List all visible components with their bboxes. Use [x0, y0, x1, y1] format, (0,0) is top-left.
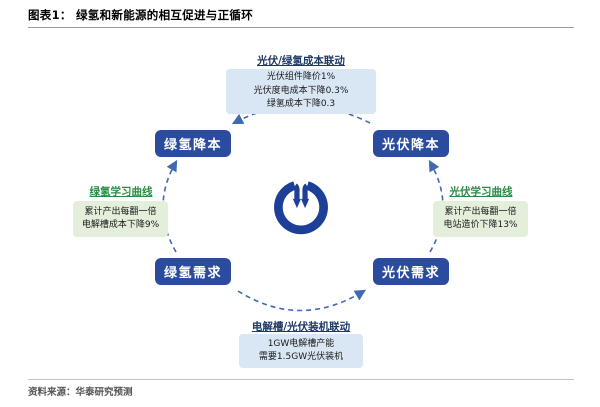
- header-divider: [28, 27, 574, 28]
- callout-right-title: 光伏学习曲线: [449, 186, 513, 198]
- callout-line: 绿氢成本下降0.3: [266, 99, 336, 110]
- source-note: 资料来源：华泰研究预测: [28, 387, 133, 398]
- node-green-h2-demand: 绿氢需求: [155, 258, 231, 285]
- callout-line: 1GW电解槽产能: [267, 338, 335, 349]
- callout-top-box: 光伏组件降价1% 光伏度电成本下降0.3% 绿氢成本下降0.3: [226, 69, 376, 114]
- cycle-icon-left-hook: [293, 183, 300, 201]
- cycle-arrows-icon: [274, 181, 328, 235]
- node-pv-cost-reduction: 光伏降本: [373, 130, 449, 157]
- callout-line: 电站造价下降13%: [443, 220, 518, 230]
- callout-right-box: 累计产出每翻一倍 电站造价下降13%: [433, 201, 528, 237]
- callout-line: 光伏组件降价1%: [266, 72, 336, 83]
- arc-bottom-h2-demand-to-pv-demand: [237, 289, 367, 312]
- node-pv-demand: 光伏需求: [373, 258, 449, 285]
- callout-line: 累计产出每翻一倍: [84, 206, 157, 217]
- footer-divider: [28, 379, 574, 380]
- cycle-icon-ring: [274, 181, 328, 235]
- callout-left-box: 累计产出每翻一倍 电解槽成本下降9%: [73, 201, 168, 237]
- cycle-icon-right-hook: [302, 183, 309, 201]
- cycle-icon-left-arrowhead: [292, 198, 301, 209]
- callout-line: 电解槽成本下降9%: [81, 220, 160, 230]
- callout-line: 光伏度电成本下降0.3%: [253, 85, 349, 96]
- cycle-icon-right-arrowhead: [301, 198, 310, 209]
- callout-top-title: 光伏/绿氢成本联动: [257, 55, 345, 67]
- callout-bottom-title: 电解槽/光伏装机联动: [251, 321, 351, 333]
- callout-left-title: 绿氢学习曲线: [89, 186, 153, 198]
- callout-line: 累计产出每翻一倍: [444, 206, 517, 217]
- figure-title: 图表1： 绿氢和新能源的相互促进与正循环: [28, 8, 254, 22]
- callout-line: 需要1.5GW光伏装机: [258, 352, 344, 362]
- node-green-h2-cost-reduction: 绿氢降本: [155, 130, 231, 157]
- callout-bottom-box: 1GW电解槽产能 需要1.5GW光伏装机: [239, 334, 363, 368]
